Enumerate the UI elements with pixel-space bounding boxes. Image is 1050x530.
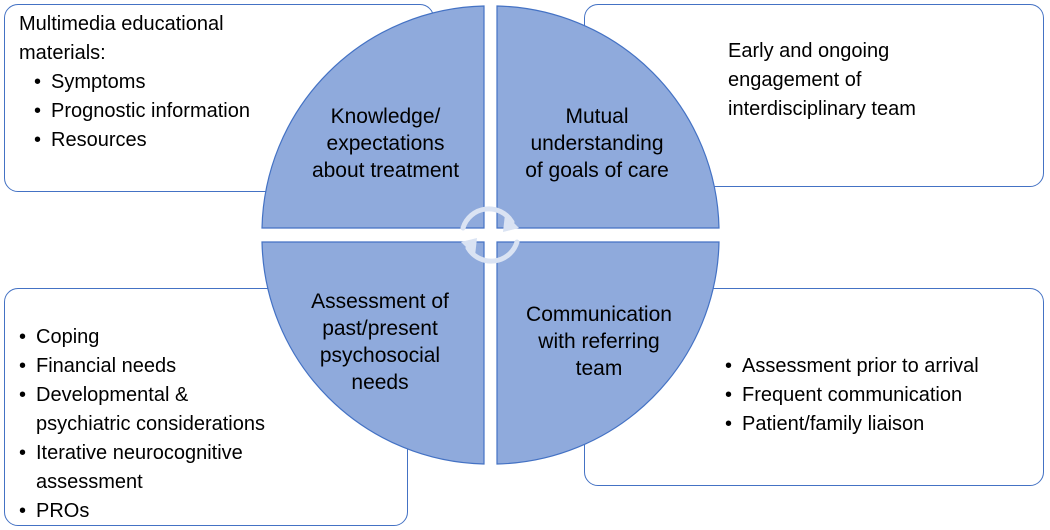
box-tr-line-2: engagement of: [728, 69, 862, 91]
quadrant-label-line: about treatment: [311, 159, 460, 182]
box-br-list: Assessment prior to arrival Frequent com…: [725, 352, 1043, 439]
cycle-arrows-icon: [460, 206, 520, 264]
quadrant-label-line: Communication: [526, 303, 672, 326]
list-item: Patient/family liaison: [725, 410, 1043, 439]
quadrant-label-line: of goals of care: [525, 159, 669, 182]
list-item-line: Coping: [36, 326, 100, 348]
list-item: Assessment prior to arrival: [725, 352, 1043, 381]
list-item-line: Developmental &: [36, 384, 189, 406]
list-item: Financial needs: [19, 352, 407, 381]
list-item: Resources: [34, 126, 433, 155]
list-item-line: Financial needs: [36, 355, 177, 377]
quadrant-label-line: expectations: [326, 132, 445, 155]
box-tl-list: Symptoms Prognostic information Resource…: [19, 68, 433, 155]
quadrant-label-line: needs: [351, 371, 409, 394]
list-item-line: PROs: [36, 500, 90, 522]
quadrant-top-left: [261, 5, 485, 229]
quadrant-label-goals: Mutual understanding of goals of care: [497, 103, 697, 184]
quadrant-label-psychosocial: Assessment of past/present psychosocial …: [275, 288, 485, 396]
quadrant-label-line: past/present: [322, 317, 438, 340]
quadrant-bottom-right: [496, 241, 720, 465]
list-item: Coping: [19, 323, 407, 352]
box-tl-heading-line-1: Multimedia educational: [19, 13, 224, 35]
list-item-line: psychiatric considerations: [36, 413, 265, 435]
list-item: Symptoms: [34, 68, 433, 97]
box-tr-line-3: interdisciplinary team: [728, 98, 916, 120]
list-item: Iterative neurocognitive assessment: [19, 439, 407, 497]
box-tr-line-1: Early and ongoing: [728, 40, 890, 62]
quadrant-label-line: Knowledge/: [330, 105, 441, 128]
box-tl-heading-line-2: materials:: [19, 42, 106, 64]
quadrant-label-line: Assessment of: [311, 290, 449, 313]
quadrant-label-line: with referring: [538, 330, 660, 353]
list-item: PROs: [19, 497, 407, 526]
quadrant-label-line: team: [575, 357, 623, 380]
quadrant-bottom-left: [261, 241, 485, 465]
box-bl-list: Coping Financial needs Developmental & p…: [19, 323, 407, 526]
list-item: Frequent communication: [725, 381, 1043, 410]
quadrant-label-line: psychosocial: [319, 344, 441, 367]
list-item: Developmental & psychiatric consideratio…: [19, 381, 407, 439]
list-item: Prognostic information: [34, 97, 433, 126]
quadrant-label-knowledge: Knowledge/ expectations about treatment: [288, 103, 483, 184]
quadrant-top-right: [496, 5, 720, 229]
quadrant-label-line: understanding: [530, 132, 664, 155]
list-item-line: assessment: [36, 471, 143, 493]
quadrant-label-line: Mutual: [565, 105, 629, 128]
quadrant-label-communication: Communication with referring team: [497, 301, 701, 382]
list-item-line: Iterative neurocognitive: [36, 442, 243, 464]
